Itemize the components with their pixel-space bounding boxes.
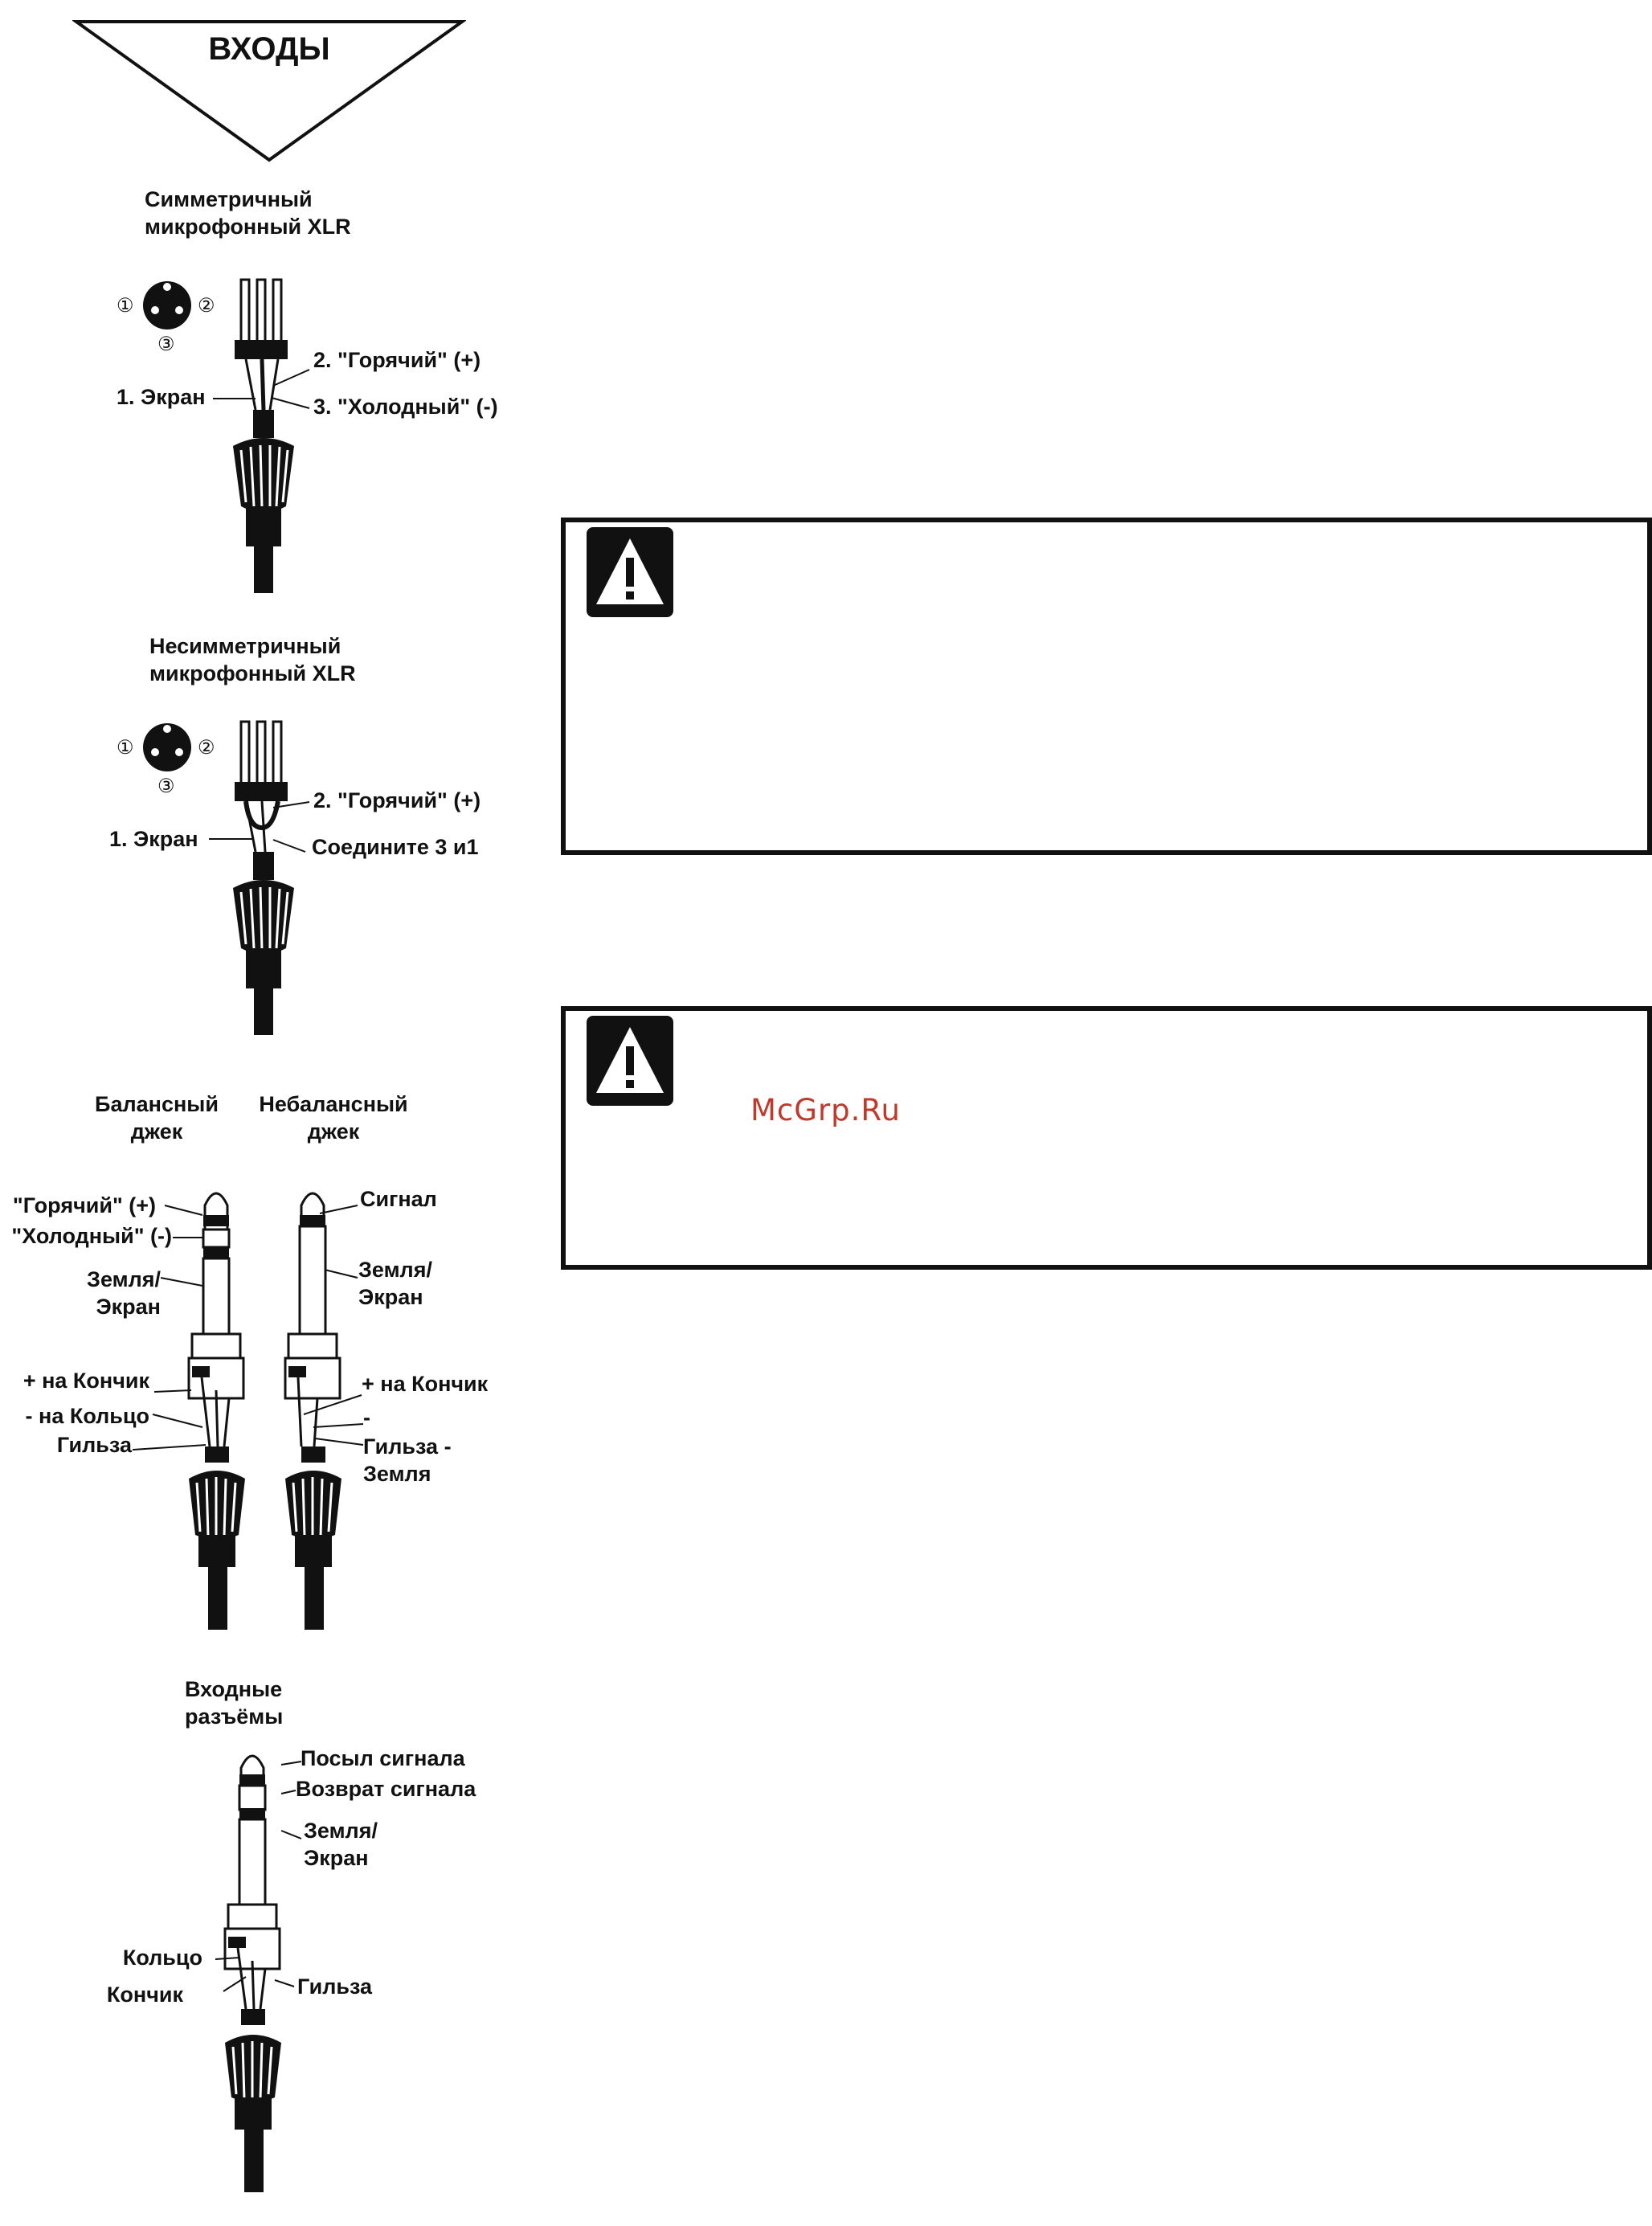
xlr-balanced-title: Симметричный микрофонный XLR (145, 187, 351, 239)
xlr-balanced-pin3: ③ (157, 333, 175, 355)
header-triangle (72, 20, 466, 162)
jack-balanced-title: Балансный джек (95, 1092, 219, 1144)
jack-balanced-plus-tip-label: + на Кончик (22, 1369, 149, 1393)
insert-jack-sleeve-label: Гильза (297, 1974, 373, 1999)
insert-jack-title: Входные разъёмы (185, 1677, 284, 1729)
xlr-unbalanced-pin1: ① (117, 737, 134, 759)
insert-jack-leader-lines (215, 1761, 302, 1992)
jack-balanced-ground-label: Земля/ Экран (87, 1267, 161, 1319)
jack-unbalanced-plus-tip-label: + на Кончик (362, 1372, 489, 1396)
insert-jack-diagram (223, 1754, 281, 2192)
xlr-unbalanced-pin2: ② (198, 737, 215, 759)
warning-triangle-icon (587, 1016, 673, 1106)
insert-jack-ring-label: Кольцо (122, 1946, 202, 1970)
xlr-balanced-diagram (143, 278, 310, 593)
jack-unbalanced-ground-label: Земля/ Экран (358, 1258, 432, 1309)
warning-box-2: McGrp.Ru (561, 1006, 1652, 1270)
xlr-balanced-pin1: ① (117, 295, 134, 317)
insert-jack-tip-label: Кончик (106, 1983, 183, 2007)
xlr-balanced-pin2: ② (198, 295, 215, 317)
xlr-face-icon (143, 281, 191, 329)
xlr-unbalanced-title: Несимметричный микрофонный XLR (149, 634, 356, 685)
insert-jack-ground-label: Земля/ Экран (304, 1819, 378, 1870)
insert-jack-return-label: Возврат сигнала (296, 1777, 476, 1801)
jack-unbalanced-minus-label: - (363, 1406, 370, 1430)
xlr-unbalanced-pin3: ③ (157, 775, 175, 797)
xlr-unbalanced-shield-label: 1. Экран (109, 827, 198, 851)
jack-leader-lines (132, 1205, 364, 1451)
xlr-balanced-hot-label: 2. "Горячий" (+) (313, 348, 481, 372)
jack-balanced-hot-label: "Горячий" (+) (12, 1193, 156, 1217)
jack-balanced-cold-label: "Холодный" (-) (11, 1224, 172, 1248)
xlr-unbalanced-hot-label: 2. "Горячий" (+) (313, 788, 481, 812)
jack-unbalanced-signal-label: Сигнал (360, 1187, 437, 1211)
watermark-text: McGrp.Ru (750, 1093, 901, 1127)
xlr-unbalanced-join-label: Соедините 3 и1 (312, 835, 479, 859)
jack-balanced-minus-ring-label: - на Кольцо (25, 1404, 149, 1428)
xlr-unbalanced-diagram (143, 720, 310, 1035)
jack-unbalanced-title: Небалансный джек (259, 1092, 408, 1144)
jack-balanced-diagram (187, 1192, 245, 1630)
jack-balanced-sleeve-label: Гильза (56, 1433, 132, 1457)
header-title: ВХОДЫ (208, 31, 330, 67)
jack-unbalanced-diagram (284, 1192, 341, 1630)
insert-jack-send-label: Посыл сигнала (301, 1746, 465, 1770)
warning-box-1 (561, 518, 1652, 855)
xlr-balanced-shield-label: 1. Экран (117, 385, 206, 409)
jack-unbalanced-sleeve-label: Гильза - Земля (363, 1434, 452, 1486)
xlr-balanced-cold-label: 3. "Холодный" (-) (313, 395, 498, 419)
warning-triangle-icon (587, 527, 673, 617)
xlr-face-icon (143, 723, 191, 771)
